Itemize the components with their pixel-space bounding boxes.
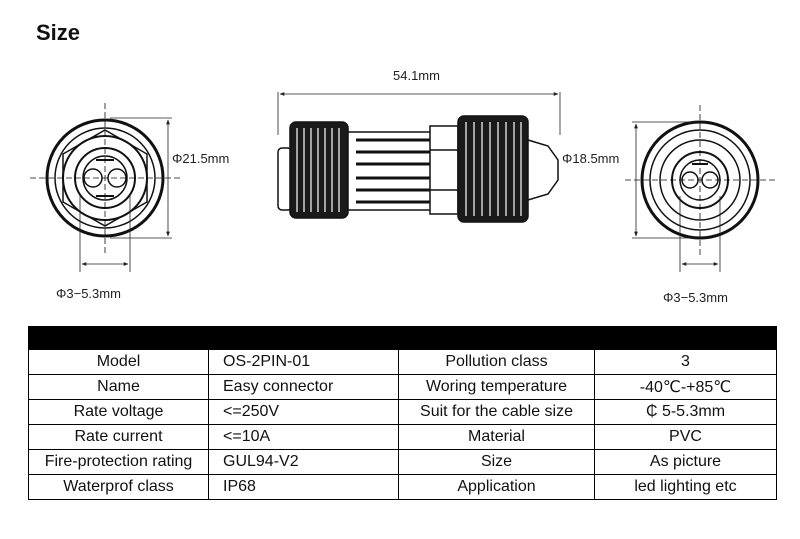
spec-value: 3 [594,349,777,375]
spec-value: ₵ 5-5.3mm [594,399,777,425]
left-cable-dimension [79,195,131,272]
spec-label: Pollution class [398,349,595,375]
spec-value: led lighting etc [594,474,777,500]
table-row: Fire-protection rating GUL94-V2 Size As … [28,449,777,475]
spec-value: OS-2PIN-01 [208,349,399,375]
table-row: Name Easy connector Woring temperature -… [28,374,777,400]
spec-value: GUL94-V2 [208,449,399,475]
right-diameter-dimension [632,121,695,239]
spec-label: Model [28,349,209,375]
table-row: Rate voltage <=250V Suit for the cable s… [28,399,777,425]
table-header-bar [28,326,777,350]
connector-technical-drawing [30,92,775,272]
section-title: Size [36,20,81,45]
left-diameter-dimension [110,117,172,239]
spec-value: As picture [594,449,777,475]
right-cable-label: Φ3−5.3mm [663,290,728,305]
length-label: 54.1mm [393,68,440,83]
spec-label: Size [398,449,595,475]
spec-value: Easy connector [208,374,399,400]
spec-label: Rate current [28,424,209,450]
table-row: Model OS-2PIN-01 Pollution class 3 [28,349,777,375]
spec-label: Suit for the cable size [398,399,595,425]
left-end-view [30,103,180,253]
length-dimension [277,92,561,135]
specification-table: Model OS-2PIN-01 Pollution class 3 Name … [28,326,777,500]
left-diameter-label: Φ21.5mm [172,151,230,166]
spec-label: Application [398,474,595,500]
spec-label: Waterprof class [28,474,209,500]
table-row: Waterprof class IP68 Application led lig… [28,474,777,500]
spec-value: IP68 [208,474,399,500]
spec-label: Rate voltage [28,399,209,425]
connector-side-view [277,115,559,223]
table-row: Rate current <=10A Material PVC [28,424,777,450]
left-cable-label: Φ3−5.3mm [56,286,121,301]
spec-label: Fire-protection rating [28,449,209,475]
right-cable-dimension [679,196,721,272]
spec-label: Material [398,424,595,450]
right-end-view [625,105,775,255]
spec-value: PVC [594,424,777,450]
right-diameter-label: Φ18.5mm [562,151,620,166]
spec-value: <=250V [208,399,399,425]
spec-value: <=10A [208,424,399,450]
spec-label: Name [28,374,209,400]
spec-label: Woring temperature [398,374,595,400]
spec-value: -40℃-+85℃ [594,374,777,400]
